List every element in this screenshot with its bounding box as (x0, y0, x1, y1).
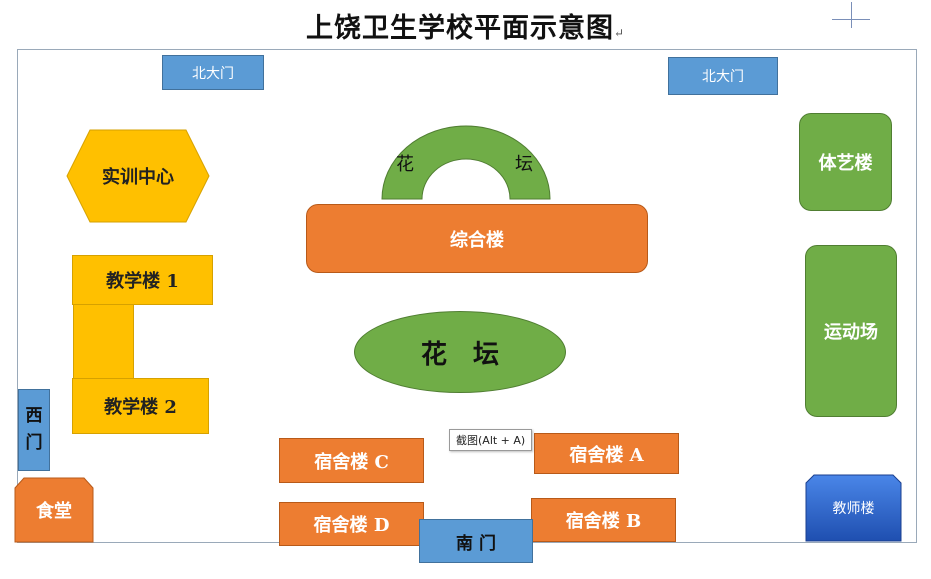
screenshot-tooltip: 截图(Alt + A) (449, 429, 533, 451)
central-flower-bed[interactable]: 花 坛 (354, 311, 566, 393)
dorm-b[interactable]: 宿舍楼 B (531, 498, 676, 542)
teacher-building-label: 教师楼 (832, 501, 875, 517)
teaching-building-2[interactable]: 教学楼 2 (72, 378, 209, 434)
dorm-c[interactable]: 宿舍楼 C (279, 438, 424, 483)
teacher-building-shape[interactable] (805, 474, 902, 542)
west-gate-char-2: 门 (25, 433, 43, 453)
dorm-d[interactable]: 宿舍楼 D (279, 502, 424, 546)
south-gate[interactable]: 南 门 (419, 519, 533, 563)
arch-flower-left-label: 花 (396, 154, 414, 175)
training-center-shape[interactable] (66, 129, 210, 223)
arch-flower-bed-shape[interactable] (380, 124, 552, 200)
teaching-building-1[interactable]: 教学楼 1 (72, 255, 213, 305)
map-title: 上饶卫生学校平面示意图↵ (305, 13, 626, 44)
playground[interactable]: 运动场 (805, 245, 897, 417)
west-gate-char-1: 西 (25, 405, 43, 426)
teaching-connector (73, 304, 134, 380)
north-gate-right[interactable]: 北大门 (668, 57, 778, 95)
cursor-crosshair-v (851, 2, 852, 28)
west-gate[interactable]: 西 门 (18, 389, 50, 471)
canteen-shape[interactable] (14, 477, 94, 543)
sports-art-building[interactable]: 体艺楼 (799, 113, 892, 211)
canteen-label: 食堂 (36, 501, 72, 522)
north-gate-left[interactable]: 北大门 (162, 55, 264, 90)
arch-flower-right-label: 坛 (515, 154, 533, 175)
complex-building[interactable]: 综合楼 (306, 204, 648, 273)
dorm-a[interactable]: 宿舍楼 A (534, 433, 679, 474)
training-center-label: 实训中心 (102, 167, 174, 188)
